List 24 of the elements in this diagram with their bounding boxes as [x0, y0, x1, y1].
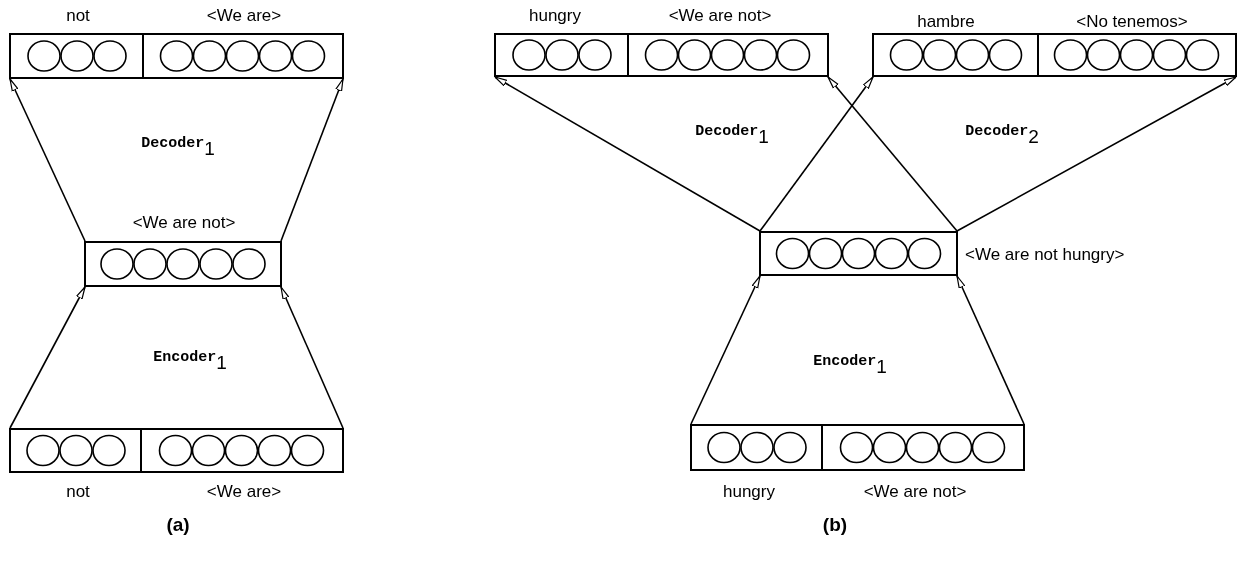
arrow [9, 286, 86, 429]
arrow [494, 76, 761, 232]
arrow [9, 78, 86, 242]
arrow [956, 275, 1025, 425]
panel-caption: (a) [166, 514, 190, 536]
vector-label: <We are not> [863, 482, 967, 502]
arrow [280, 78, 344, 242]
arrow [759, 76, 874, 232]
vector-label: <We are not> [668, 6, 772, 26]
vector-label: hambre [917, 12, 975, 32]
vector-label: not [66, 6, 90, 26]
vector-label: hungry [529, 6, 581, 26]
vector-label: not [66, 482, 90, 502]
vector-label: <We are> [206, 482, 282, 502]
arrow [956, 76, 1237, 232]
vector-label: <We are not hungry> [965, 245, 1125, 265]
panel-caption: (b) [822, 514, 848, 536]
vector-label: <We are> [206, 6, 282, 26]
vector-label: hungry [723, 482, 775, 502]
vector-label: <No tenemos> [1076, 12, 1188, 32]
arrow [827, 76, 958, 232]
arrow [690, 275, 761, 425]
vector-label: <We are not> [132, 213, 236, 233]
arrow [280, 286, 344, 429]
